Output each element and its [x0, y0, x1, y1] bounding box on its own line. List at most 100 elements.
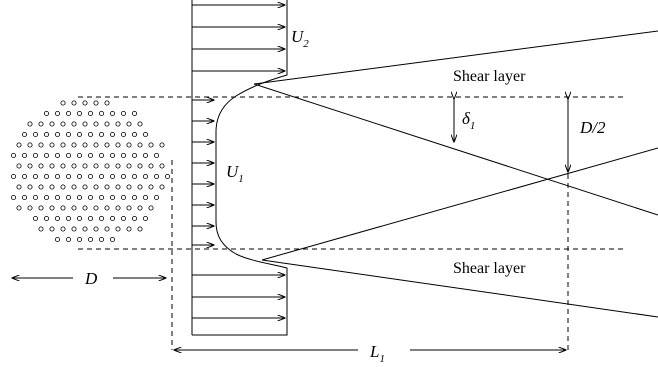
- perforation-dot: [153, 152, 159, 158]
- top-shear-outer-line: [253, 30, 658, 85]
- perforation-dot: [60, 100, 66, 106]
- perforation-dot: [44, 194, 50, 200]
- perforation-dot: [121, 152, 127, 158]
- perforation-dot: [131, 131, 137, 137]
- perforation-dot: [126, 163, 132, 169]
- perforation-dot: [49, 142, 55, 148]
- perforation-dot: [99, 131, 105, 137]
- perforation-dot: [21, 173, 27, 179]
- perforation-dot: [110, 131, 116, 137]
- nozzle-perforation-dots: [10, 100, 170, 242]
- perforation-dot: [55, 194, 61, 200]
- perforation-dot: [33, 131, 39, 137]
- perforation-dot: [88, 152, 94, 158]
- perforation-dot: [49, 205, 55, 211]
- perforation-dot: [104, 205, 110, 211]
- perforation-dot: [71, 100, 77, 106]
- perforation-dot: [27, 205, 33, 211]
- perforation-dot: [131, 194, 137, 200]
- perforation-dot: [66, 194, 72, 200]
- perforation-dot: [153, 173, 159, 179]
- perforation-dot: [115, 163, 121, 169]
- perforation-dot: [88, 236, 94, 242]
- bottom-shear-layer-label: Shear layer: [453, 260, 526, 277]
- half-diameter-label: D/2: [579, 118, 606, 137]
- perforation-dot: [77, 131, 83, 137]
- perforation-dot: [126, 121, 132, 127]
- perforation-dot: [137, 184, 143, 190]
- perforation-dot: [93, 100, 99, 106]
- perforation-dot: [77, 215, 83, 221]
- perforation-dot: [44, 215, 50, 221]
- perforation-dot: [82, 163, 88, 169]
- perforation-dot: [16, 205, 22, 211]
- perforation-dot: [93, 142, 99, 148]
- perforation-dot: [21, 131, 27, 137]
- diameter-label: D: [84, 269, 98, 288]
- perforation-dot: [104, 184, 110, 190]
- velocity-profile-curve: [192, 0, 288, 336]
- perforation-dot: [131, 173, 137, 179]
- perforation-dot: [142, 194, 148, 200]
- u1-label: U1: [226, 162, 244, 185]
- perforation-dot: [66, 111, 72, 117]
- perforation-dot: [21, 152, 27, 158]
- perforation-dot: [38, 184, 44, 190]
- perforation-dot: [77, 236, 83, 242]
- perforation-dot: [66, 215, 72, 221]
- perforation-dot: [126, 205, 132, 211]
- perforation-dot: [110, 111, 116, 117]
- perforation-dot: [16, 142, 22, 148]
- top-shear-inner-line: [253, 83, 658, 216]
- perforation-dot: [121, 194, 127, 200]
- perforation-dot: [55, 236, 61, 242]
- perforation-dot: [60, 226, 66, 232]
- perforation-dot: [99, 152, 105, 158]
- perforation-dot: [115, 184, 121, 190]
- perforation-dot: [153, 194, 159, 200]
- perforation-dot: [88, 173, 94, 179]
- top-shear-layer-label: Shear layer: [453, 68, 526, 85]
- perforation-dot: [33, 194, 39, 200]
- perforation-dot: [131, 215, 137, 221]
- perforation-dot: [55, 131, 61, 137]
- perforation-dot: [71, 163, 77, 169]
- perforation-dot: [38, 205, 44, 211]
- perforation-dot: [88, 131, 94, 137]
- perforation-dot: [93, 205, 99, 211]
- bottom-shear-inner-line: [261, 147, 658, 261]
- perforation-dot: [121, 131, 127, 137]
- perforation-dot: [137, 163, 143, 169]
- perforation-dot: [60, 142, 66, 148]
- perforation-dot: [110, 215, 116, 221]
- perforation-dot: [66, 131, 72, 137]
- perforation-dot: [21, 194, 27, 200]
- perforation-dot: [93, 163, 99, 169]
- perforation-dot: [10, 173, 16, 179]
- perforation-dot: [10, 194, 16, 200]
- perforation-dot: [88, 215, 94, 221]
- perforation-dot: [44, 173, 50, 179]
- perforation-dot: [137, 142, 143, 148]
- perforation-dot: [44, 111, 50, 117]
- perforation-dot: [137, 205, 143, 211]
- perforation-dot: [126, 184, 132, 190]
- perforation-dot: [142, 215, 148, 221]
- perforation-dot: [159, 163, 165, 169]
- perforation-dot: [82, 100, 88, 106]
- perforation-dot: [104, 121, 110, 127]
- perforation-dot: [159, 142, 165, 148]
- perforation-dot: [66, 173, 72, 179]
- perforation-dot: [44, 152, 50, 158]
- perforation-dot: [104, 226, 110, 232]
- perforation-dot: [77, 194, 83, 200]
- perforation-dot: [126, 226, 132, 232]
- perforation-dot: [38, 142, 44, 148]
- perforation-dot: [93, 184, 99, 190]
- bottom-shear-outer-line: [261, 259, 658, 318]
- perforation-dot: [77, 152, 83, 158]
- perforation-dot: [27, 163, 33, 169]
- perforation-dot: [38, 226, 44, 232]
- perforation-dot: [148, 142, 154, 148]
